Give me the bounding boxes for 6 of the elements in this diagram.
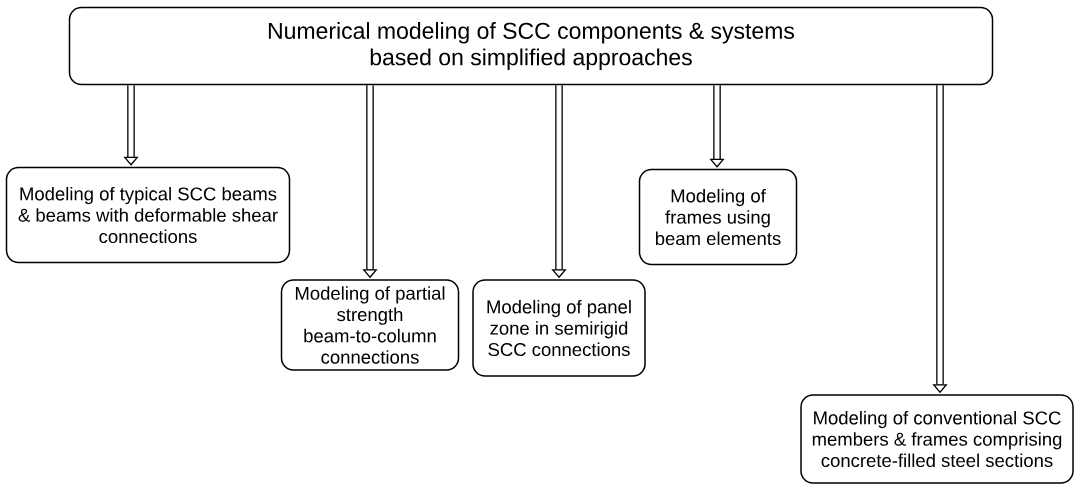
process-box: Modeling of partial strength beam-to-column connections <box>280 279 460 371</box>
process-box: Modeling of typical SCC beams & beams with deformable shear connections <box>5 166 291 264</box>
title-box: Numerical modeling of SCC components & systems based on simplified approaches <box>68 6 994 86</box>
process-box: Modeling of conventional SCC members & frames comprising concrete-filled steel sections <box>800 394 1074 484</box>
process-box: Modeling of panel zone in semirigid SCC connections <box>472 279 646 377</box>
process-box: Modeling of frames using beam elements <box>638 168 798 266</box>
